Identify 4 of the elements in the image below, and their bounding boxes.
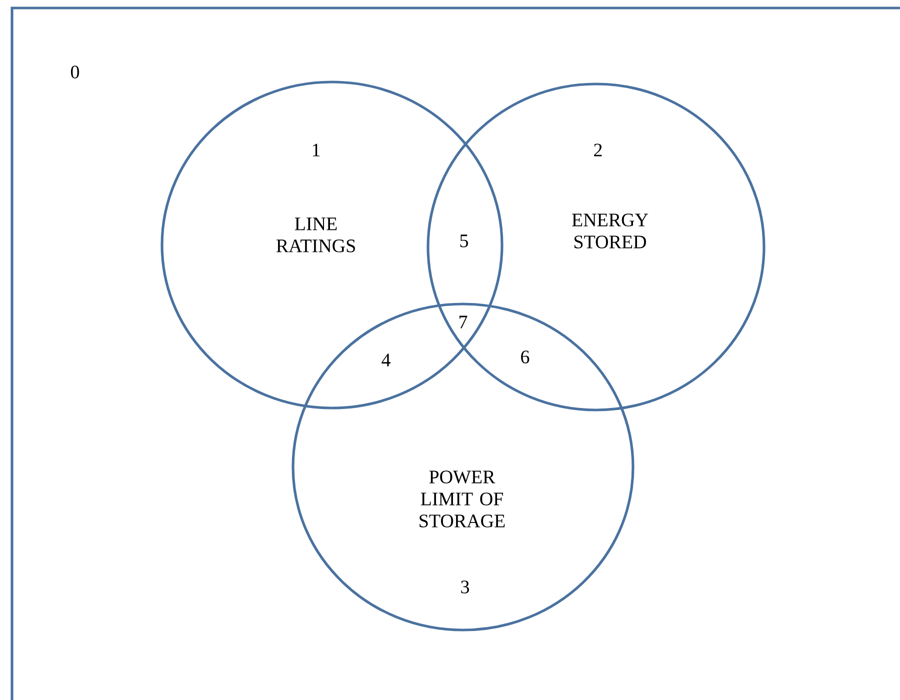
- region-number: 5: [460, 234, 468, 248]
- region-number: 4: [382, 354, 390, 366]
- region-number: 7: [460, 316, 468, 328]
- region-number: 6: [521, 350, 530, 364]
